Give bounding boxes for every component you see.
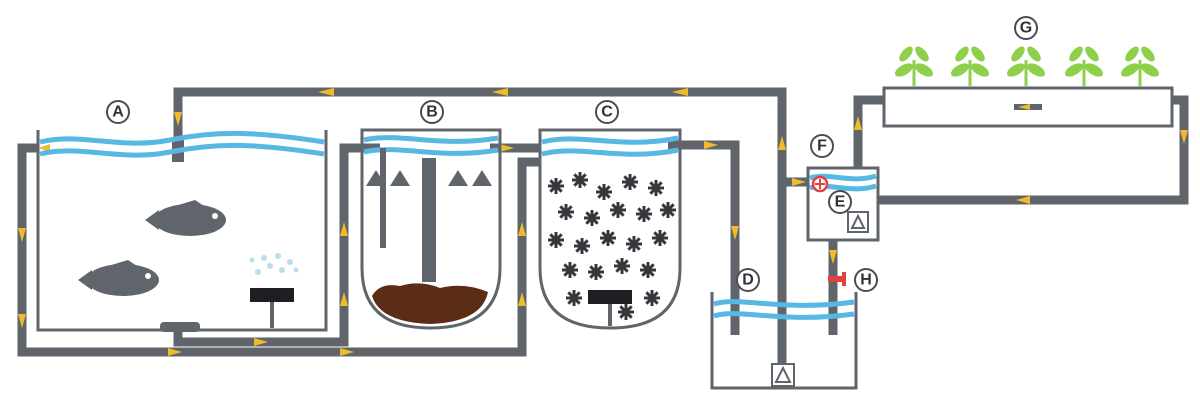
plant-icon	[894, 46, 934, 86]
plant-icon	[950, 46, 990, 86]
filter-media-piece	[562, 262, 578, 278]
label-a: A	[106, 100, 130, 124]
filter-media-piece	[596, 184, 612, 200]
e-to-g-pipe	[853, 95, 884, 180]
label-f: F	[810, 134, 834, 158]
filter-media-piece	[648, 180, 664, 196]
bottom-pipe	[17, 143, 540, 357]
filter-media-piece	[652, 230, 668, 246]
flow-arrow	[778, 136, 786, 150]
flow-arrow	[340, 292, 348, 306]
svg-text:H: H	[860, 272, 872, 289]
fish-icon	[145, 200, 226, 236]
filter-media-piece	[588, 264, 604, 280]
c-to-d-pipe	[668, 140, 740, 335]
filter-media-piece	[610, 202, 626, 218]
biofilter-tank	[538, 128, 682, 330]
flow-arrow	[340, 348, 354, 356]
pump-icon	[771, 363, 795, 387]
filter-media-piece	[618, 304, 634, 320]
svg-text:F: F	[817, 138, 827, 155]
svg-text:G: G	[1020, 20, 1032, 37]
flow-arrow	[518, 292, 526, 306]
filter-media-piece	[566, 290, 582, 306]
flow-arrow	[18, 228, 26, 242]
filter-media-piece	[600, 230, 616, 246]
svg-text:B: B	[426, 104, 438, 121]
filter-media-piece	[572, 172, 588, 188]
air-diffuser-icon	[249, 253, 299, 328]
flow-arrow	[792, 178, 806, 186]
flow-arrow	[174, 112, 182, 126]
flow-arrow	[318, 88, 334, 96]
label-c: C	[595, 100, 619, 124]
filter-media-piece	[558, 204, 574, 220]
filter-media-piece	[640, 262, 656, 278]
flow-arrow	[704, 141, 718, 149]
plant-icon	[1120, 46, 1160, 86]
pump-icon	[847, 211, 869, 233]
filter-media-piece	[574, 238, 590, 254]
filter-media-piece	[626, 236, 642, 252]
fish-icon	[78, 260, 159, 296]
flow-arrow	[854, 116, 862, 130]
filter-media-piece	[548, 232, 564, 248]
tank-a-to-b-pipe	[173, 143, 380, 347]
sludge	[372, 283, 488, 324]
grow-bed	[882, 46, 1174, 128]
label-e: E	[828, 190, 852, 214]
filter-media-piece	[636, 206, 652, 222]
svg-text:A: A	[112, 104, 124, 121]
bottom-drain	[160, 322, 200, 332]
flow-arrow	[340, 222, 348, 236]
filter-media-icon	[548, 172, 676, 320]
filter-media-piece	[622, 174, 638, 190]
filter-media-piece	[660, 202, 676, 218]
filter-media-piece	[614, 258, 630, 274]
flow-arrow	[672, 88, 688, 96]
flow-arrow	[829, 250, 837, 264]
clarifier-tank	[360, 128, 502, 330]
label-g: G	[1014, 16, 1038, 40]
flow-arrow	[500, 144, 514, 152]
label-h: H	[854, 268, 878, 292]
flow-arrows	[18, 88, 1188, 356]
plant-icon	[1006, 46, 1046, 86]
fish-tank	[36, 130, 328, 332]
flow-arrow	[731, 226, 739, 240]
flow-arrow	[1016, 196, 1030, 204]
valve-icon	[811, 175, 829, 193]
plant-icon	[1064, 46, 1104, 86]
flow-arrow	[518, 222, 526, 236]
svg-text:E: E	[835, 194, 846, 211]
flow-arrow	[492, 88, 508, 96]
labels: A B C D E F G H	[106, 16, 1038, 292]
filter-media-piece	[548, 178, 564, 194]
svg-text:D: D	[742, 272, 754, 289]
label-b: B	[420, 100, 444, 124]
label-d: D	[736, 268, 760, 292]
air-diffuser-icon	[588, 290, 632, 304]
flow-arrow	[1180, 130, 1188, 144]
flow-arrow	[18, 314, 26, 328]
svg-text:C: C	[601, 104, 613, 121]
flow-arrow	[254, 338, 268, 346]
flow-arrow	[168, 348, 182, 356]
valve-icon	[828, 272, 846, 286]
sump-tank	[710, 292, 858, 390]
filter-media-piece	[644, 290, 660, 306]
filter-media-piece	[584, 210, 600, 226]
